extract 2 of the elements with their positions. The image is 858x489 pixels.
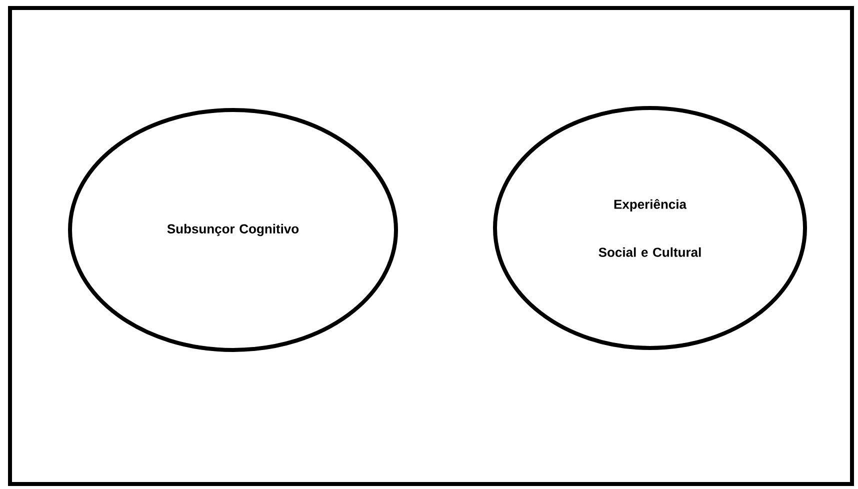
ellipse-node: Experiência Social e Cultural (493, 106, 807, 350)
ellipse-node: Subsunçor Cognitivo (68, 108, 398, 352)
